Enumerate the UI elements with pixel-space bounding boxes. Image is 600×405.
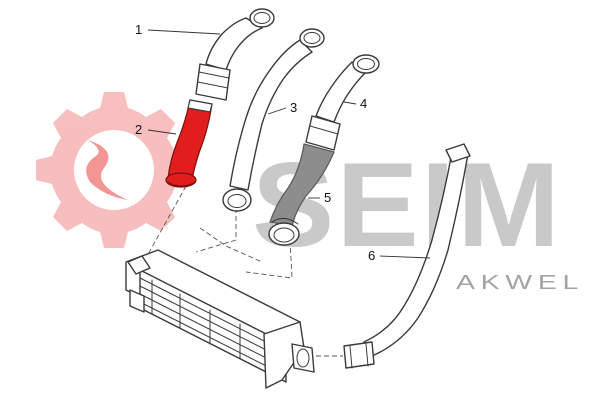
sub-brand-text: AKWEL	[456, 272, 584, 294]
callout-2: 2	[135, 122, 142, 137]
hose-part-4-5	[268, 54, 380, 246]
callout-4: 4	[360, 96, 367, 111]
intercooler-radiator	[125, 249, 315, 389]
hose-part-1	[195, 8, 275, 101]
highlighted-hose-body	[167, 99, 213, 181]
hose-part-3	[222, 28, 325, 212]
callout-1: 1	[135, 22, 142, 37]
callout-3: 3	[290, 100, 297, 115]
assembly-guide-lines	[145, 185, 343, 357]
hose-part-2-highlighted	[165, 99, 213, 188]
callout-labels: 1 2 3 4 5 6	[135, 22, 375, 263]
callout-leaders	[147, 29, 431, 259]
callout-5: 5	[324, 190, 331, 205]
callout-6: 6	[368, 248, 375, 263]
hose-part-6	[343, 143, 471, 369]
